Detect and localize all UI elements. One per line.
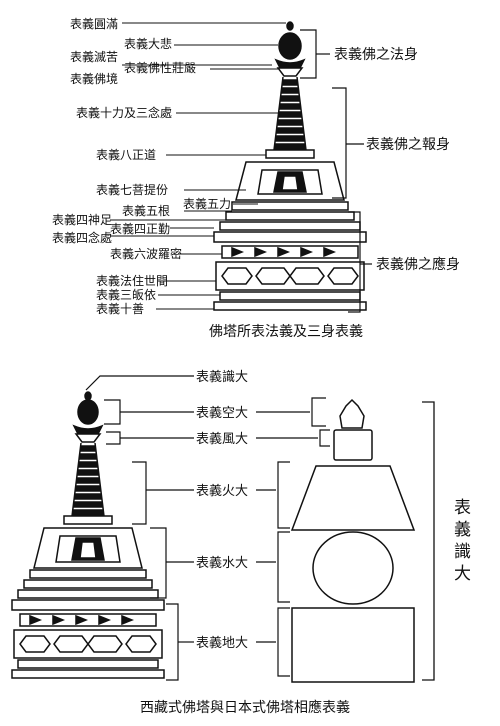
- label-fire: 表義火大: [196, 483, 248, 499]
- label-wind: 表義風大: [196, 431, 248, 447]
- gorinto-earth-cube: [291, 607, 415, 683]
- top-stupa: [213, 21, 367, 311]
- vertical-char-1: 表: [454, 498, 471, 518]
- label-eightfold-path: 表義八正道: [96, 147, 156, 162]
- label-nirmanakaya: 表義佛之應身: [376, 256, 460, 273]
- top-caption: 佛塔所表法義及三身表義: [209, 323, 363, 340]
- bottom-labels: 表義識大 表義空大 表義風大 表義火大 表義水大 表義地大: [196, 369, 248, 651]
- gorinto-wind-hemisphere: [333, 429, 373, 461]
- bottom-right-connectors: [256, 397, 330, 677]
- top-left-labels: 表義圓滿 表義大悲 表義滅苦 表義佛性莊嚴 表義佛境 表義十力及三念處 表義八正…: [52, 16, 231, 316]
- gorinto-space-jewel: [339, 398, 365, 429]
- label-great-compassion: 表義大悲: [124, 36, 172, 51]
- vertical-char-3: 識: [454, 542, 471, 562]
- label-water: 表義水大: [196, 555, 248, 571]
- label-four-efforts: 表義四正勤: [110, 221, 170, 236]
- label-ten-virtues: 表義十善: [96, 301, 144, 316]
- label-five-powers: 表義五力: [183, 196, 231, 211]
- label-ten-powers: 表義十力及三念處: [76, 105, 172, 120]
- japanese-gorinto-stupa: [290, 398, 416, 683]
- label-four-mindfulness: 表義四念處: [52, 230, 112, 245]
- right-vertical-label: 表 義 識 大: [454, 498, 471, 584]
- label-consciousness: 表義識大: [196, 369, 248, 385]
- label-six-paramitas: 表義六波羅密: [110, 246, 182, 261]
- label-dharma-world: 表義法住世間: [96, 273, 168, 288]
- label-buddha-realm: 表義佛境: [70, 71, 118, 86]
- gorinto-water-sphere: [312, 531, 394, 605]
- vertical-char-4: 大: [454, 564, 471, 584]
- label-buddha-nature: 表義佛性莊嚴: [124, 60, 196, 75]
- label-dharmakaya: 表義佛之法身: [334, 46, 418, 63]
- top-right-labels: 表義佛之法身 表義佛之報身 表義佛之應身: [334, 46, 460, 273]
- right-big-bracket: [422, 401, 435, 681]
- top-left-leader-lines: [110, 22, 286, 310]
- label-three-refuges: 表義三皈依: [96, 287, 156, 302]
- label-earth: 表義地大: [196, 635, 248, 651]
- bottom-tibetan-stupa: [11, 391, 165, 679]
- label-circle-complete: 表義圓滿: [70, 16, 118, 31]
- label-four-bases: 表義四神足: [52, 212, 112, 227]
- gorinto-fire-roof: [290, 465, 416, 531]
- top-right-brackets: [300, 29, 372, 313]
- label-space: 表義空大: [196, 405, 248, 421]
- label-sambhogakaya: 表義佛之報身: [366, 136, 450, 153]
- vertical-char-2: 義: [454, 520, 471, 540]
- label-seven-factors: 表義七菩提份: [96, 182, 168, 197]
- label-extinguish-suffering: 表義滅苦: [70, 49, 118, 64]
- bottom-left-brackets: [85, 375, 194, 681]
- bottom-caption: 西藏式佛塔與日本式佛塔相應表義: [140, 699, 350, 716]
- label-five-roots: 表義五根: [122, 203, 170, 218]
